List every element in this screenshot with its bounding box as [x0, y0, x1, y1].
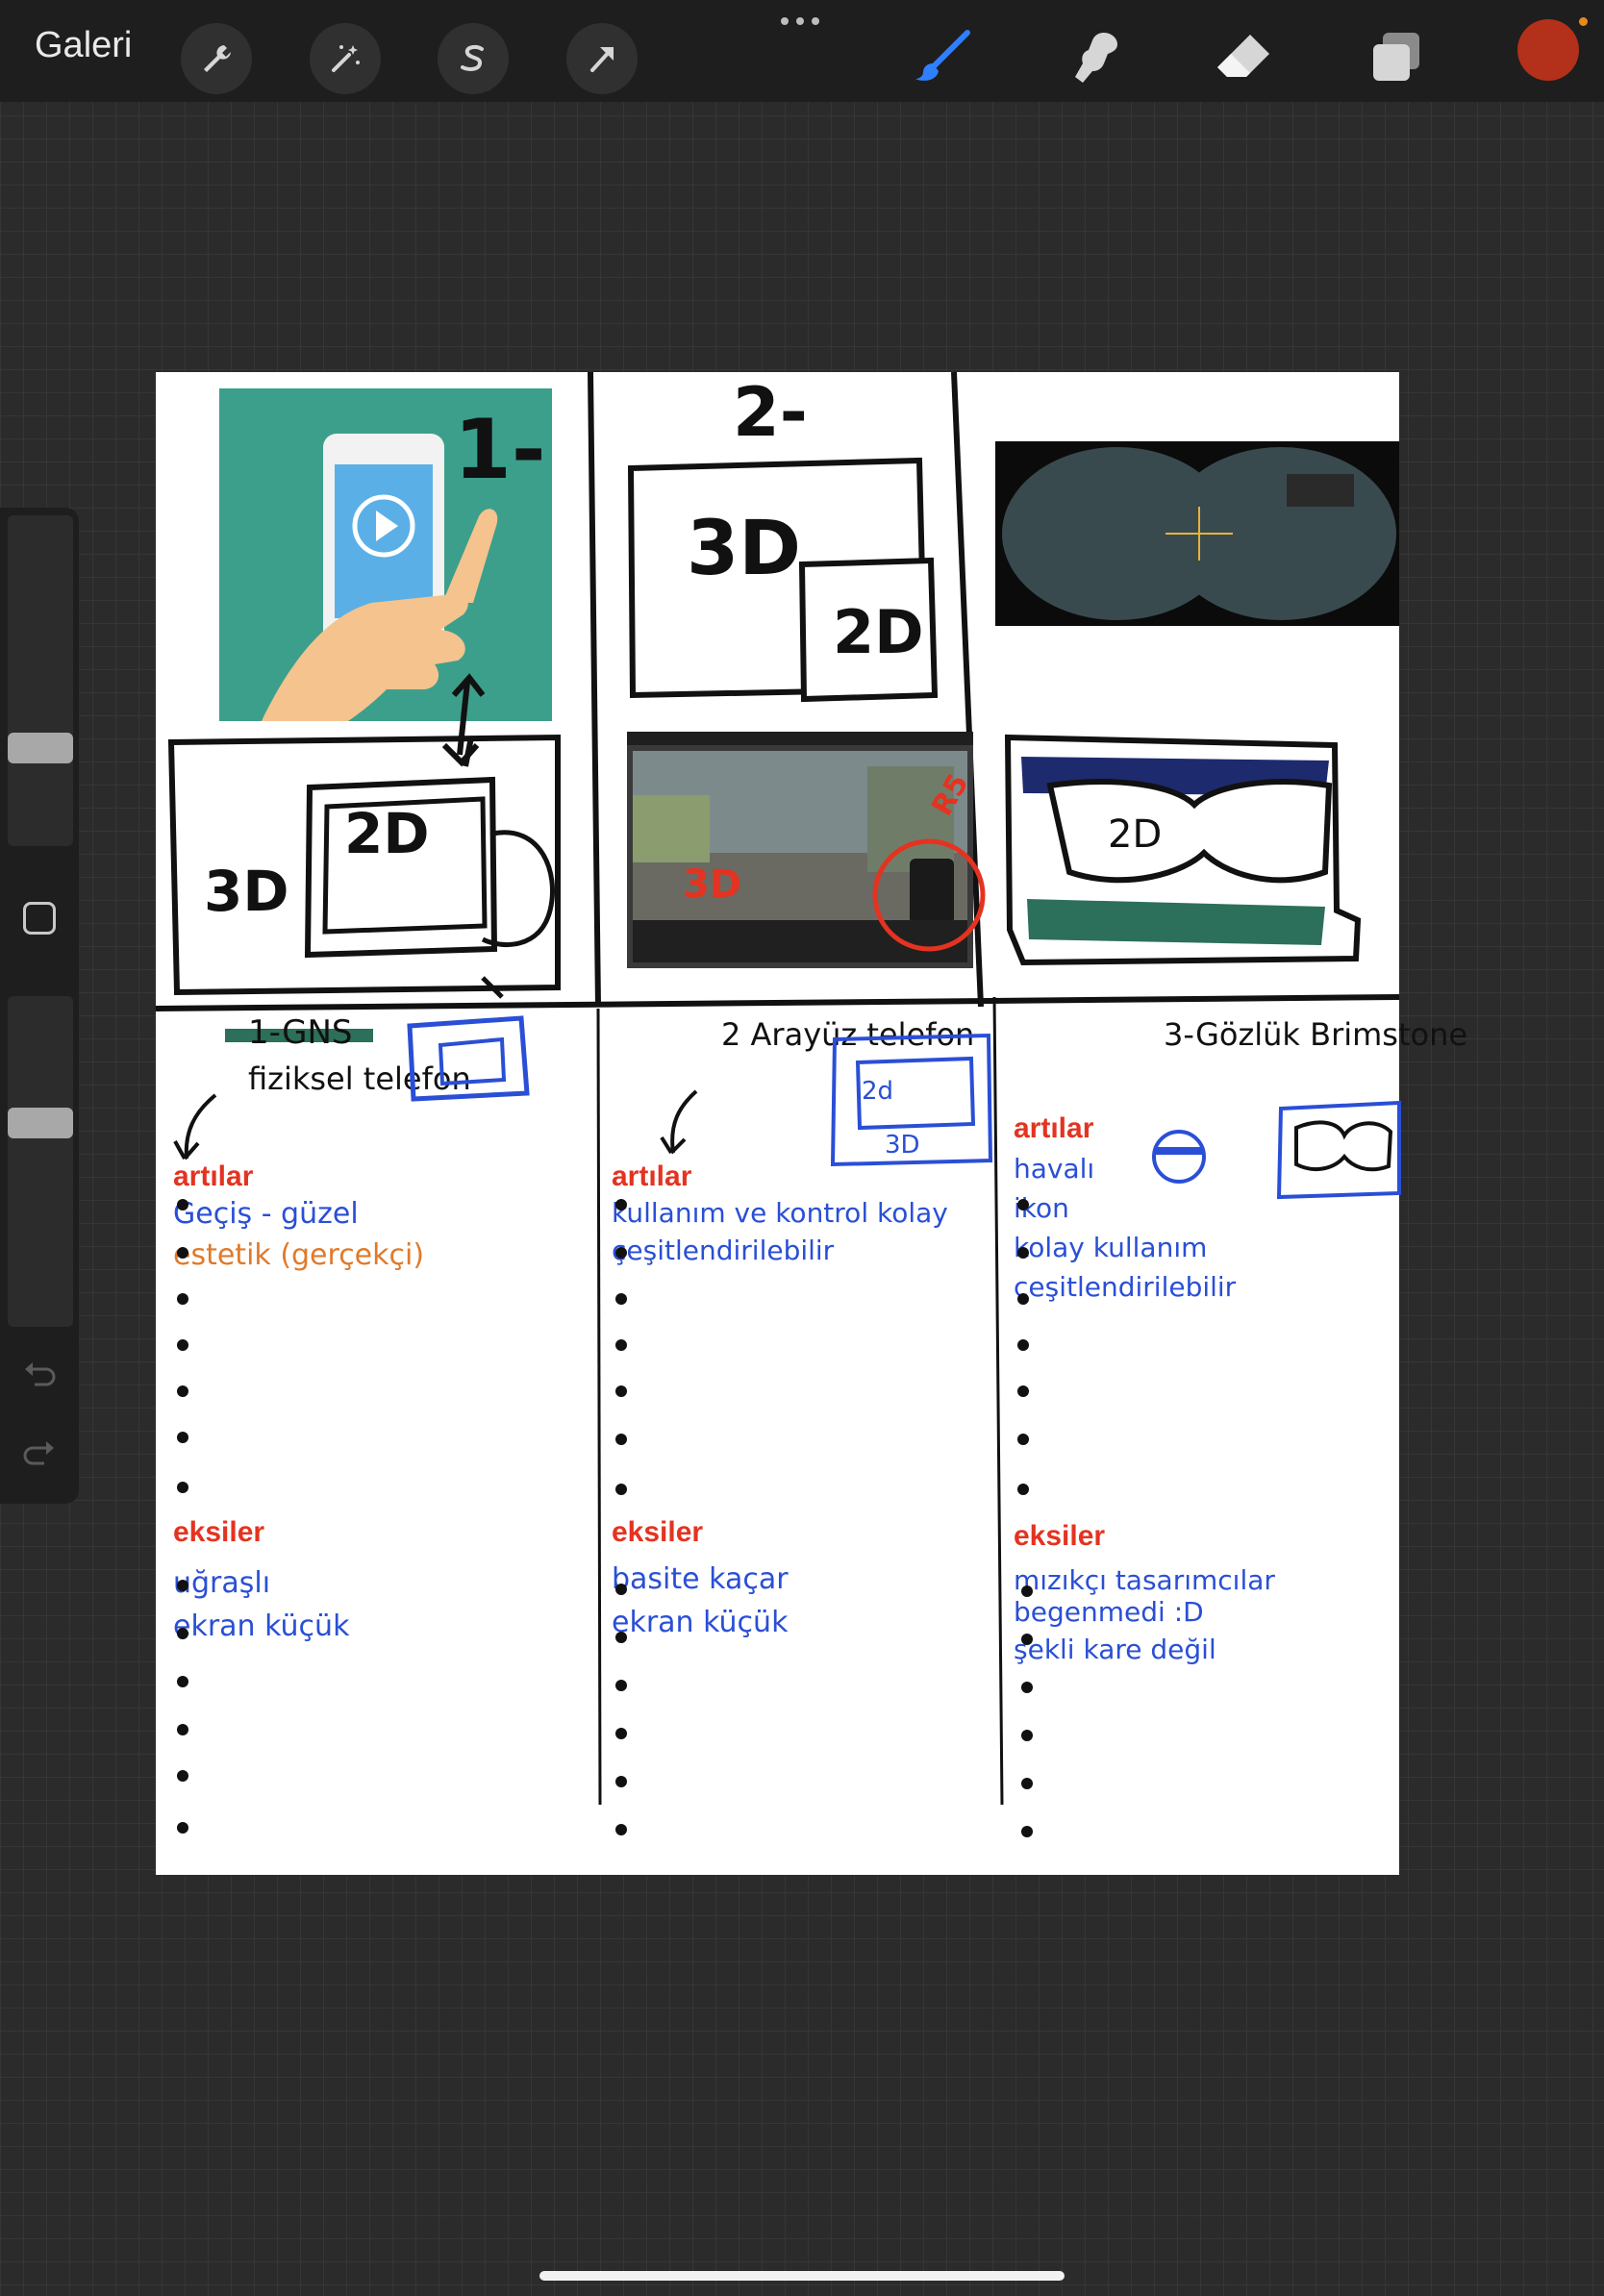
- gallery-button[interactable]: Galeri: [35, 25, 133, 65]
- column-3-con-1: mızıkçı tasarımcılar begenmedi :D: [1014, 1564, 1275, 1628]
- column-3-pro-4: çeşitlendirilebilir: [1014, 1271, 1237, 1303]
- column-2-pros-label: artılar: [612, 1160, 692, 1192]
- panel-1-small-label: 2D: [344, 801, 430, 866]
- panel-2-big-label: 3D: [687, 506, 801, 592]
- eraser-tool[interactable]: [1214, 27, 1275, 88]
- column-1-con-2: ekran küçük: [173, 1610, 350, 1643]
- column-2-pro-2: çeşitlendirilebilir: [612, 1235, 835, 1266]
- column-3-cons-label: eksiler: [1014, 1520, 1106, 1552]
- column-3-cons: eksiler mızıkçı tasarımcılar begenmedi :…: [1014, 1520, 1398, 1665]
- redo-icon[interactable]: [21, 1433, 58, 1469]
- eraser-icon: [1217, 35, 1269, 77]
- panel-2-small-label: 2D: [833, 597, 924, 667]
- layers-icon: [1373, 33, 1419, 81]
- opacity-thumb[interactable]: [8, 1108, 73, 1138]
- color-picker-button[interactable]: [1517, 19, 1579, 81]
- smudge-tool[interactable]: [1065, 27, 1127, 88]
- drawing-canvas[interactable]: 1- 3D 2D 2- 3D 2D 3D R5: [155, 371, 1467, 1875]
- column-2-con-2: ekran küçük: [612, 1606, 789, 1639]
- column-3-pros: artılar havalı ikon kolay kullanım çeşit…: [1014, 1112, 1398, 1303]
- column-1-struck-label: 1-GNS: [248, 1013, 353, 1052]
- panel-3-small-label: 2D: [1108, 812, 1162, 857]
- column-2-cons-label: eksiler: [612, 1516, 704, 1548]
- column-3-pros-label: artılar: [1014, 1112, 1094, 1144]
- game-screenshot: [627, 732, 973, 968]
- home-indicator[interactable]: [539, 2271, 1065, 2281]
- modify-button[interactable]: [23, 902, 56, 935]
- column-2-pro-1: kullanım ve kontrol kolay: [612, 1197, 948, 1229]
- column-1-pros: artılar Geçiş - güzel estetik (gerçekçi): [173, 1160, 587, 1272]
- column-1-title: fiziksel telefon: [248, 1061, 471, 1097]
- opacity-slider[interactable]: [8, 996, 73, 1327]
- column-2-sketch-big: 3D: [885, 1131, 920, 1160]
- selection-s-icon: [461, 44, 484, 71]
- selection-button[interactable]: [438, 23, 509, 94]
- column-1-pro-2: estetik (gerçekçi): [173, 1238, 425, 1272]
- column-3-pro-2: ikon: [1014, 1192, 1069, 1224]
- wrench-icon: [204, 45, 231, 72]
- column-2-sketch-small: 2d: [862, 1077, 893, 1106]
- binocular-screenshot: [995, 441, 1399, 626]
- panel-1-number: 1-: [454, 402, 546, 498]
- brush-size-thumb[interactable]: [8, 733, 73, 763]
- panel-2-number: 2-: [733, 373, 808, 452]
- panel-1-big-label: 3D: [204, 859, 289, 924]
- column-2-title: 2 Arayüz telefon: [721, 1016, 974, 1053]
- column-1-con-1: uğraşlı: [173, 1566, 271, 1600]
- column-2-cons: eksiler basite kaçar ekran küçük: [612, 1516, 996, 1639]
- brush-icon: [915, 30, 970, 81]
- layers-tool[interactable]: [1366, 27, 1427, 88]
- actions-button[interactable]: [181, 23, 252, 94]
- brush-size-slider[interactable]: [8, 515, 73, 846]
- column-3-con-2: şekli kare değil: [1014, 1634, 1216, 1665]
- column-1-pros-label: artılar: [173, 1160, 254, 1192]
- column-3-pro-1: havalı: [1014, 1153, 1095, 1185]
- column-2-pros: artılar kullanım ve kontrol kolay çeşitl…: [612, 1160, 996, 1266]
- notification-dot: [1579, 17, 1588, 26]
- magic-wand-icon: [332, 45, 360, 72]
- adjustments-button[interactable]: [310, 23, 381, 94]
- phone-illustration: [219, 388, 552, 721]
- column-1-cons: eksiler uğraşlı ekran küçük: [173, 1516, 587, 1643]
- more-options-icon[interactable]: [781, 13, 823, 27]
- column-3-pro-3: kolay kullanım: [1014, 1232, 1208, 1263]
- column-1-pro-1: Geçiş - güzel: [173, 1197, 359, 1231]
- brush-tool[interactable]: [912, 27, 973, 88]
- sketch-layer: 1- 3D 2D 2- 3D 2D 3D R5: [155, 371, 1467, 1806]
- transform-button[interactable]: [566, 23, 638, 94]
- smudge-icon: [1075, 33, 1117, 83]
- top-toolbar: Galeri: [0, 0, 1604, 102]
- column-3-title: 3-Gözlük Brimstone: [1164, 1016, 1467, 1053]
- undo-icon[interactable]: [21, 1354, 58, 1390]
- column-2-con-1: basite kaçar: [612, 1562, 789, 1596]
- transform-arrow-icon: [590, 47, 614, 72]
- panel-2-overlay-3d: 3D: [683, 862, 741, 907]
- left-sidebar: [0, 508, 79, 1504]
- column-1-cons-label: eksiler: [173, 1516, 265, 1548]
